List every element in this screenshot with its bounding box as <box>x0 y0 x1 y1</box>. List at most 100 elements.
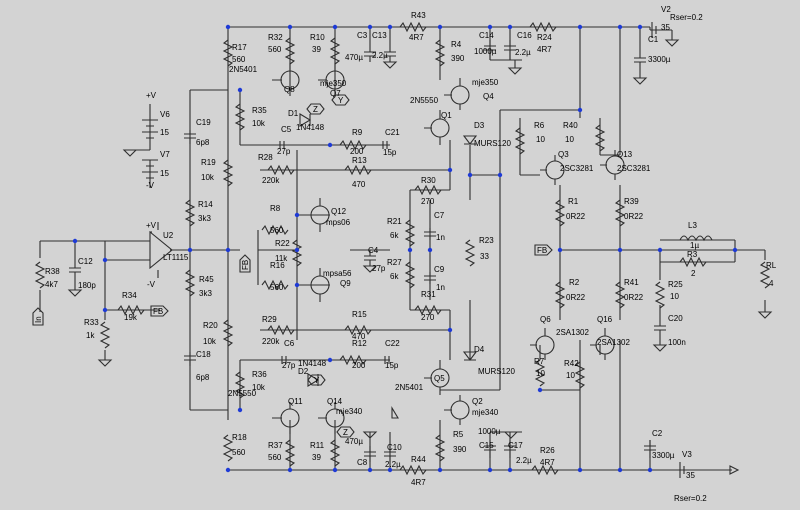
capacitor-c1 <box>634 54 646 70</box>
resistor-r45 <box>184 269 196 297</box>
port-in-3: In <box>32 307 44 326</box>
transistor-q1 <box>424 110 450 145</box>
label-149: 1N4148 <box>298 359 327 368</box>
label-15: C14 <box>479 31 494 40</box>
capacitor-c2 <box>644 440 656 458</box>
label-82: R22 <box>275 239 290 248</box>
label-48: 10 <box>565 135 574 144</box>
transistor-q12 <box>305 198 330 232</box>
capacitor-c14 <box>484 40 496 60</box>
label-13: R4 <box>451 40 462 49</box>
ground-symbols <box>67 39 773 475</box>
label-185: +V <box>146 91 157 100</box>
resistor-r31 <box>414 304 442 316</box>
label-27: Q7 <box>330 89 341 98</box>
label-19: R24 <box>537 33 552 42</box>
capacitor-c18 <box>184 352 196 366</box>
label-12: 4R7 <box>409 33 424 42</box>
label-115: 180p <box>78 281 96 290</box>
resistor-r5 <box>434 434 446 462</box>
transistor-q4 <box>444 78 470 110</box>
resistor-r7 <box>534 359 546 387</box>
label-128: R29 <box>262 315 277 324</box>
label-76: Q12 <box>331 207 347 216</box>
label-112: R38 <box>45 267 60 276</box>
label-143: MURS120 <box>478 367 515 376</box>
label-104: RL <box>766 261 777 270</box>
label-105: 4 <box>769 279 774 288</box>
label-70: R39 <box>624 197 639 206</box>
battery-v7 <box>142 159 158 179</box>
label-61: 220k <box>262 176 280 185</box>
label-163: C2 <box>652 429 663 438</box>
label-159: Q2 <box>472 397 483 406</box>
label-55: V6 <box>160 110 170 119</box>
resistor-r15 <box>344 324 372 336</box>
svg-text:FB: FB <box>537 246 547 255</box>
label-17: 1000µ <box>474 47 497 56</box>
label-177: 39 <box>312 453 321 462</box>
transistor-q3 <box>540 155 565 185</box>
svg-text:In: In <box>34 316 43 323</box>
label-93: 1n <box>436 283 445 292</box>
label-131: 27p <box>282 361 296 370</box>
label-155: Q11 <box>288 397 303 406</box>
label-92: C9 <box>434 265 445 274</box>
resistor-r21 <box>404 219 416 247</box>
label-174: R37 <box>268 441 283 450</box>
label-3: 560 <box>268 45 282 54</box>
transistor-q7 <box>318 63 345 96</box>
resistor-r32 <box>284 37 296 65</box>
label-71: 0R22 <box>624 212 644 221</box>
label-96: R2 <box>569 278 580 287</box>
resistor-r28 <box>267 164 295 176</box>
label-140: Q16 <box>597 315 613 324</box>
label-106: R25 <box>668 280 683 289</box>
label-35: 10k <box>252 119 266 128</box>
label-179: 4R7 <box>411 478 426 487</box>
label-10: 2.2µ <box>372 51 388 60</box>
label-171: 2.2µ <box>385 460 401 469</box>
label-154: 2N5550 <box>228 389 257 398</box>
label-67: 270 <box>421 197 435 206</box>
svg-text:FB: FB <box>153 307 163 316</box>
label-157: mje340 <box>336 407 363 416</box>
label-37: 27p <box>277 147 291 156</box>
label-135: 15p <box>385 361 399 370</box>
label-99: 0R22 <box>624 293 644 302</box>
svg-text:Z: Z <box>343 428 348 437</box>
resistor-r34 <box>117 304 145 316</box>
capacitor-c16 <box>504 40 516 60</box>
net-flag-z-3: Z <box>336 426 355 438</box>
label-129: 220k <box>262 337 280 346</box>
label-139: 2SA1302 <box>556 328 589 337</box>
label-162: 1000µ <box>478 427 501 436</box>
label-186: +V <box>146 221 157 230</box>
diode-d3 <box>462 135 478 145</box>
resistor-r18 <box>222 434 234 462</box>
capacitor-c6 <box>281 356 287 364</box>
label-79: 6k <box>390 231 399 240</box>
opamp-u2 <box>149 230 173 270</box>
capacitor-c21 <box>382 141 388 149</box>
battery-v2 <box>651 22 657 38</box>
label-137: 6p8 <box>196 373 210 382</box>
resistor-r29 <box>267 324 295 336</box>
resistor-r1 <box>554 199 566 227</box>
label-142: D4 <box>474 345 485 354</box>
wiring <box>39 26 766 471</box>
label-39: 200 <box>350 147 364 156</box>
label-126: R20 <box>203 321 218 330</box>
label-116: R45 <box>199 275 214 284</box>
label-74: R8 <box>270 204 281 213</box>
label-89: Q9 <box>340 279 351 288</box>
resistor-r42 <box>574 361 586 389</box>
label-11: R43 <box>411 11 426 20</box>
label-127: 10k <box>203 337 217 346</box>
label-121: 1k <box>86 331 95 340</box>
transistor-q6 <box>530 328 555 360</box>
label-54: 6p8 <box>196 138 210 147</box>
label-23: 35 <box>661 23 670 32</box>
resistor-r3 <box>679 256 707 268</box>
